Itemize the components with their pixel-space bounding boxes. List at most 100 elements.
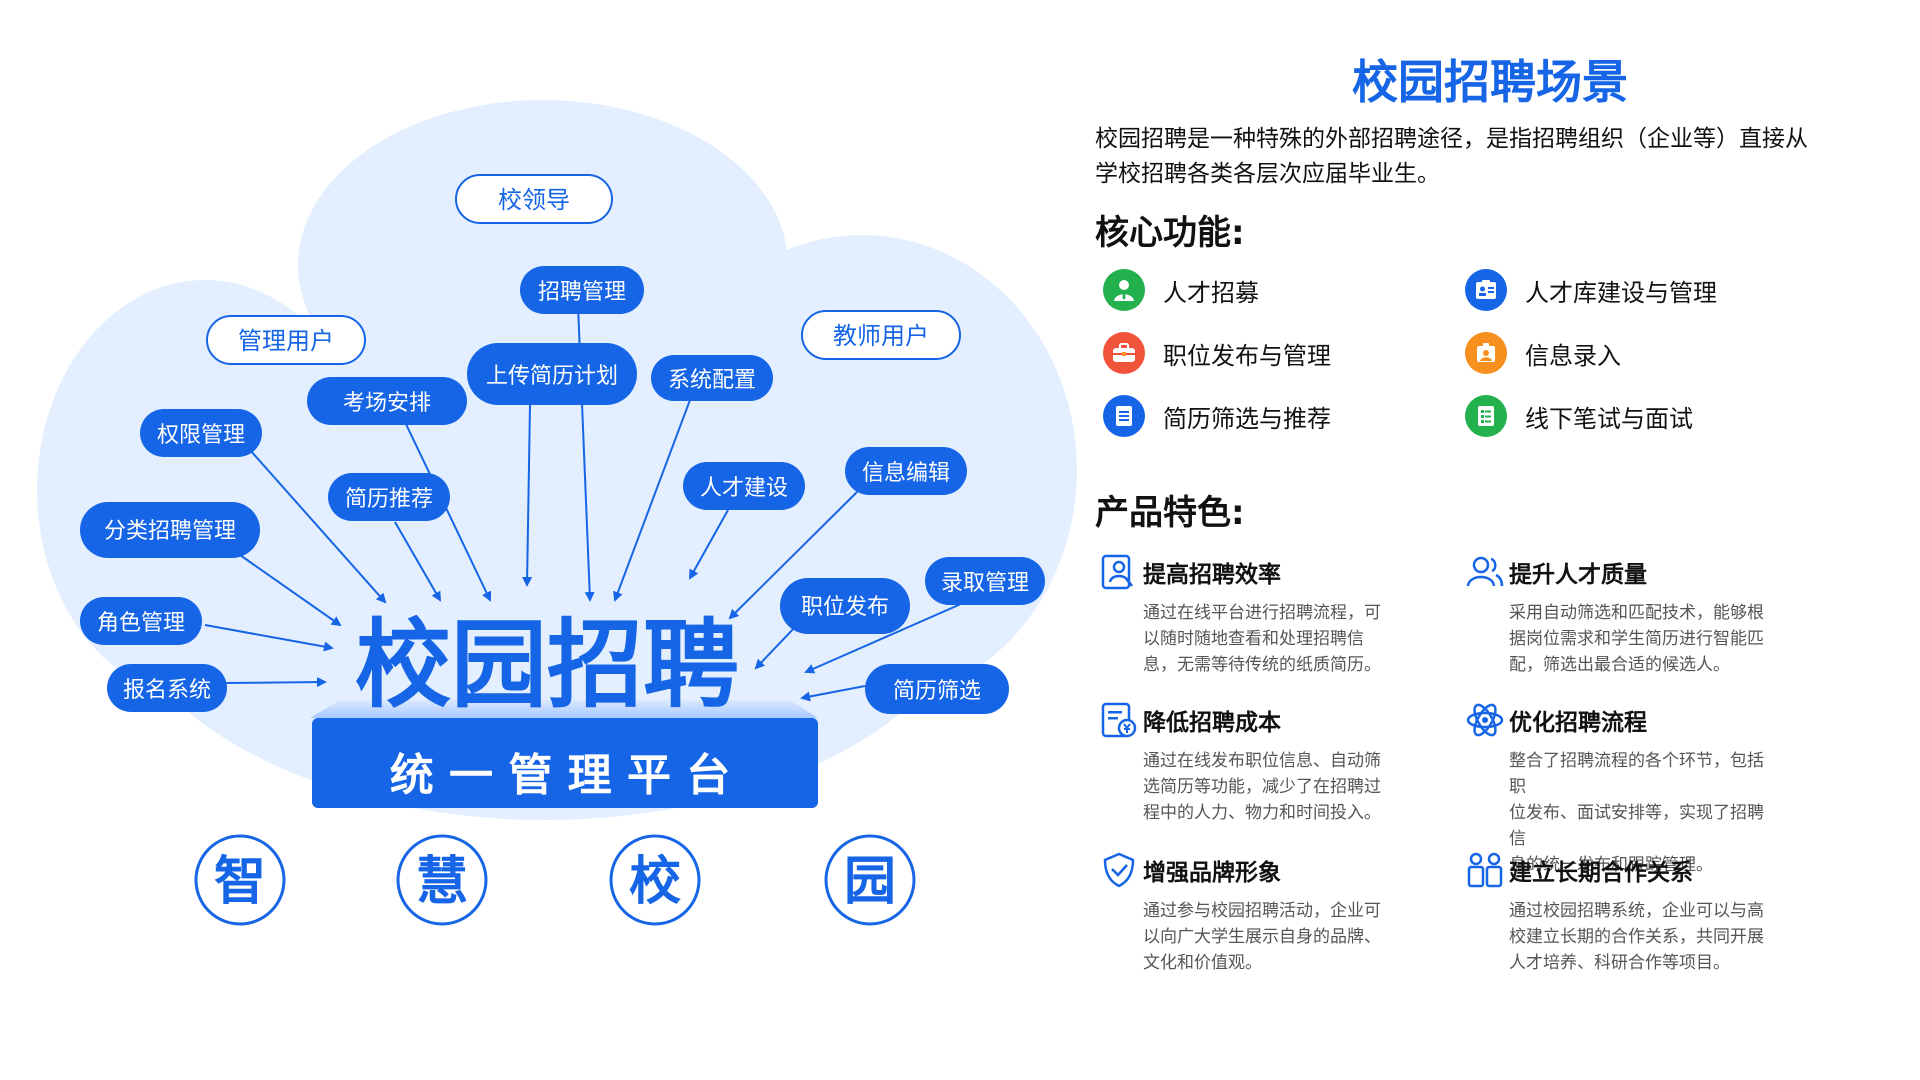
feature-description: 通过在线平台进行招聘流程，可 以随时随地查看和处理招聘信 息，无需等待传统的纸质… (1143, 600, 1413, 678)
cloud-background (37, 100, 1077, 820)
panel-intro-line-2: 学校招聘各类各层次应届毕业生。 (1095, 161, 1440, 187)
feature-desc-line: 通过在线平台进行招聘流程，可 (1143, 603, 1381, 623)
core-function-resume-filter: 简历筛选与推荐 (1103, 392, 1483, 440)
node-resume-recommend[interactable]: 简历推荐 (328, 473, 450, 521)
node-resume-filter[interactable]: 简历筛选 (865, 664, 1009, 714)
node-signup[interactable]: 报名系统 (107, 664, 227, 712)
node-role-mgmt[interactable]: 角色管理 (80, 597, 202, 645)
node-leaders-label: 校领导 (498, 186, 570, 214)
feature-desc-line: 通过在线发布职位信息、自动筛 (1143, 751, 1381, 771)
feature-desc-line: 息，无需等待传统的纸质简历。 (1143, 655, 1381, 675)
feature-title: 建立长期合作关系 (1509, 860, 1693, 886)
node-admission-label: 录取管理 (941, 571, 1029, 596)
atom-icon (1466, 703, 1504, 737)
node-info-edit-label: 信息编辑 (862, 461, 950, 486)
feature-title: 增强品牌形象 (1143, 860, 1281, 886)
node-info-edit[interactable]: 信息编辑 (845, 447, 967, 495)
platform: 统 一 管 理 平 台 (310, 700, 818, 808)
node-exam-arrange[interactable]: 考场安排 (307, 377, 467, 425)
team-icon (1467, 852, 1503, 888)
node-category-recruit-label: 分类招聘管理 (104, 519, 236, 544)
feature-desc-line: 息的统一发布和跟踪管理。 (1509, 855, 1713, 875)
node-recruit-mgmt-label: 招聘管理 (538, 280, 626, 305)
node-permission[interactable]: 权限管理 (140, 409, 262, 457)
feature-desc-line: 通过参与校园招聘活动，企业可 (1143, 901, 1381, 921)
arrow-signup (224, 677, 327, 688)
campus-recruitment-diagram: 校领导 管理用户 教师用户 招聘管理 上传简历计划 系统配置 考场安排 (37, 100, 1077, 926)
node-leaders[interactable]: 校领导 (455, 174, 613, 224)
core-function-offline-exam: 线下笔试与面试 (1465, 392, 1845, 440)
node-system-config-label: 系统配置 (668, 368, 756, 393)
feature-desc-line: 据岗位需求和学生简历进行智能匹 (1509, 629, 1764, 649)
circle-yuan: 园 (824, 834, 916, 926)
shield-check-icon (1103, 852, 1135, 888)
core-functions-heading: 核心功能: (1095, 213, 1245, 253)
arrow-resume-filter (800, 685, 866, 702)
node-teacher-user[interactable]: 教师用户 (801, 310, 961, 360)
feature-desc-line: 文化和价值观。 (1143, 953, 1262, 973)
feature-cost: 降低招聘成本 通过在线发布职位信息、自动筛 选简历等功能，减少了在招聘过 程中的… (1099, 698, 1459, 826)
arrow-category (239, 554, 342, 627)
arrow-permission (249, 449, 387, 604)
node-upload-plan[interactable]: 上传简历计划 (467, 343, 637, 405)
feature-desc-line: 以向广大学生展示自身的品牌、 (1143, 927, 1381, 947)
node-system-config[interactable]: 系统配置 (651, 355, 773, 401)
feature-desc-line: 人才培养、科研合作等项目。 (1509, 953, 1730, 973)
circle-zhi: 智 (194, 834, 286, 926)
yuan-doc-icon (1101, 702, 1137, 738)
core-function-talent-pool: 人才库建设与管理 (1465, 266, 1845, 314)
core-function-info-entry: 信息录入 (1465, 329, 1845, 377)
core-function-position-publish: 职位发布与管理 (1103, 329, 1483, 377)
node-admission[interactable]: 录取管理 (925, 557, 1045, 605)
arrow-info-edit (728, 491, 858, 620)
circle-xiao: 校 (609, 834, 701, 926)
feature-brand: 增强品牌形象 通过参与校园招聘活动，企业可 以向广大学生展示自身的品牌、 文化和… (1099, 848, 1459, 976)
node-admin-user-label: 管理用户 (238, 327, 334, 355)
feature-description: 通过校园招聘系统，企业可以与高 校建立长期的合作关系，共同开展 人才培养、科研合… (1509, 898, 1779, 976)
feature-partnership: 建立长期合作关系 通过校园招聘系统，企业可以与高 校建立长期的合作关系，共同开展… (1465, 848, 1825, 976)
features-heading: 产品特色: (1095, 493, 1245, 533)
arrow-admission (804, 599, 971, 674)
feature-desc-line: 位发布、面试安排等，实现了招聘信 (1509, 803, 1764, 849)
feature-desc-line: 通过校园招聘系统，企业可以与高 (1509, 901, 1764, 921)
node-exam-arrange-label: 考场安排 (343, 391, 431, 416)
document-icon (1103, 395, 1145, 437)
feature-desc-line: 以随时随地查看和处理招聘信 (1143, 629, 1364, 649)
panel-title: 校园招聘场景 (1352, 55, 1628, 109)
feature-desc-line: 程中的人力、物力和时间投入。 (1143, 803, 1381, 823)
circle-zhi-label: 智 (214, 852, 266, 912)
node-category-recruit[interactable]: 分类招聘管理 (80, 502, 260, 558)
user-icon (1103, 269, 1145, 311)
node-position-publish[interactable]: 职位发布 (780, 578, 910, 634)
node-upload-plan-label: 上传简历计划 (486, 364, 618, 389)
main-title: 校园招聘 (355, 609, 739, 721)
arrow-position-publish (754, 624, 798, 670)
feature-desc-line: 配，筛选出最合适的候选人。 (1509, 655, 1730, 675)
arrow-role (204, 624, 334, 652)
arrow-upload (522, 404, 533, 587)
circle-hui-label: 慧 (416, 852, 468, 912)
node-resume-filter-label: 简历筛选 (893, 679, 981, 704)
panel-intro: 校园招聘是一种特殊的外部招聘途径，是指招聘组织（企业等）直接从 学校招聘各类各层… (1095, 122, 1885, 192)
core-function-label: 信息录入 (1525, 341, 1621, 370)
node-talent-build[interactable]: 人才建设 (683, 462, 805, 510)
feature-desc-line: 采用自动筛选和匹配技术，能够根 (1509, 603, 1764, 623)
feature-efficiency: 提高招聘效率 通过在线平台进行招聘流程，可 以随时随地查看和处理招聘信 息，无需… (1099, 550, 1459, 678)
feature-process: 优化招聘流程 整合了招聘流程的各个环节，包括职 位发布、面试安排等，实现了招聘信… (1465, 698, 1825, 878)
feature-description: 通过参与校园招聘活动，企业可 以向广大学生展示自身的品牌、 文化和价值观。 (1143, 898, 1413, 976)
circle-yuan-label: 园 (844, 852, 896, 912)
node-admin-user[interactable]: 管理用户 (206, 315, 366, 365)
core-function-label: 人才招募 (1163, 278, 1259, 307)
id-card-icon (1465, 269, 1507, 311)
platform-top (310, 700, 818, 718)
node-talent-build-label: 人才建设 (700, 476, 788, 501)
arrow-exam (404, 421, 492, 602)
platform-label: 统 一 管 理 平 台 (390, 750, 731, 801)
panel-intro-line-1: 校园招聘是一种特殊的外部招聘途径，是指招聘组织（企业等）直接从 (1095, 126, 1808, 152)
core-function-talent-recruit: 人才招募 (1103, 266, 1483, 314)
feature-desc-line: 校建立长期的合作关系，共同开展 (1509, 927, 1764, 947)
feature-quality: 提升人才质量 采用自动筛选和匹配技术，能够根 据岗位需求和学生简历进行智能匹 配… (1465, 550, 1825, 678)
node-resume-recommend-label: 简历推荐 (345, 487, 433, 512)
feature-title: 提升人才质量 (1509, 562, 1647, 588)
node-recruit-mgmt[interactable]: 招聘管理 (520, 266, 644, 314)
